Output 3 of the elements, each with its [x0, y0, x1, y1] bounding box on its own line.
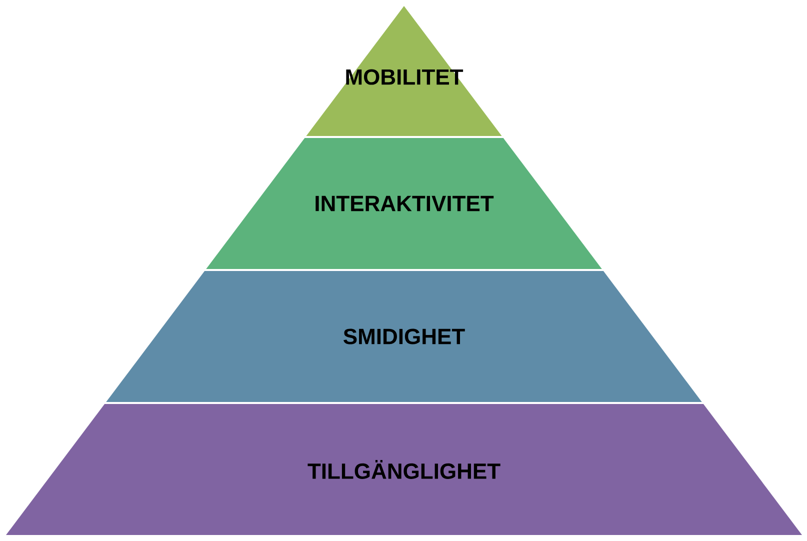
- pyramid-level: SMIDIGHET: [106, 271, 702, 402]
- pyramid-level: TILLGÄNGLIGHET: [6, 404, 802, 535]
- pyramid-level: INTERAKTIVITET: [206, 138, 602, 269]
